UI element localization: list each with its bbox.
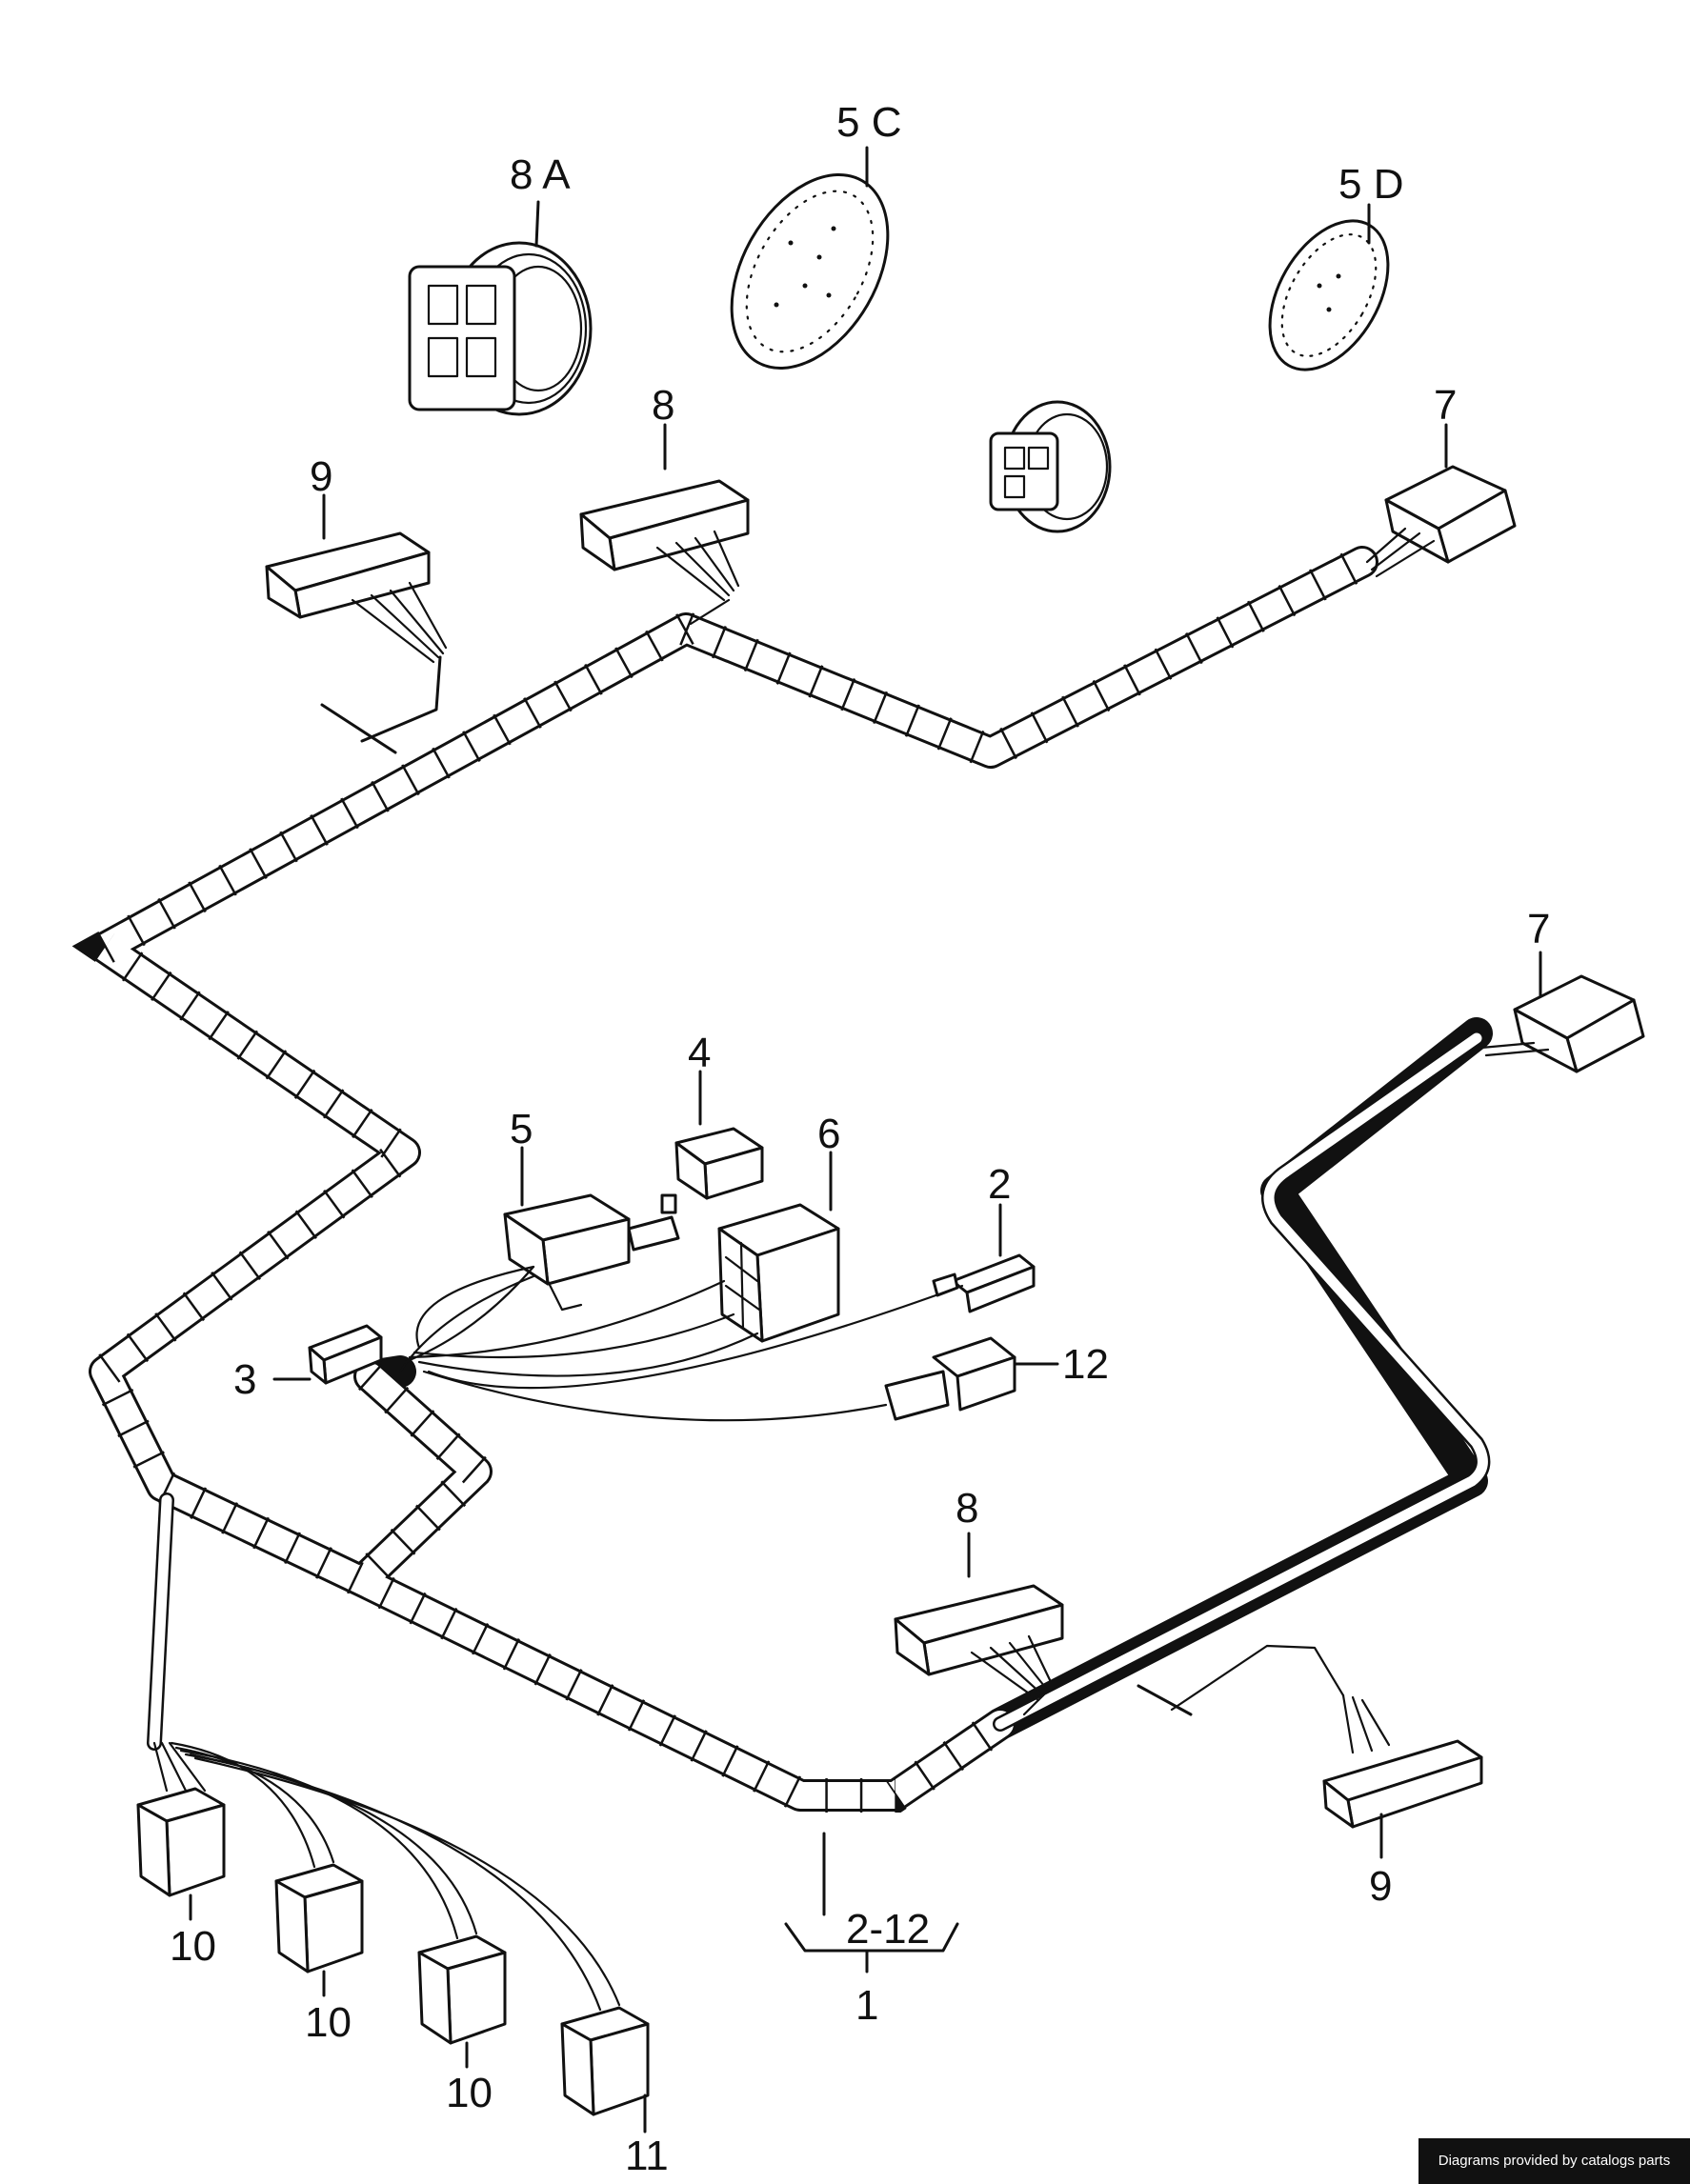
label-12: 12 [1062,1341,1109,1388]
label-5C: 5 C [836,99,901,146]
connector-9-bottom [1137,1644,1483,1829]
connector-2 [932,1253,1036,1313]
connector-3 [308,1324,383,1385]
label-5D: 5 D [1338,161,1403,208]
label-3: 3 [233,1356,256,1403]
label-9-bottom: 9 [1369,1863,1392,1910]
connector-8A [408,241,593,416]
label-2: 2 [988,1161,1011,1208]
connector-9-top [265,531,448,754]
relay-10-c [179,1749,507,2045]
internal-wires [398,1265,964,1422]
label-9-top: 9 [310,453,332,500]
label-8-bottom: 8 [956,1485,978,1532]
credit-footer: Diagrams provided by catalogs parts [1418,2138,1690,2184]
relay-11 [189,1753,650,2116]
label-range-2-12: 2-12 [846,1906,930,1953]
grommet-5D [1268,219,1390,371]
label-5: 5 [510,1106,533,1152]
label-6: 6 [817,1111,840,1157]
label-8A: 8 A [510,151,571,198]
label-10-c: 10 [446,2070,493,2116]
label-11: 11 [625,2133,669,2179]
assembly-bracket [784,1832,959,1974]
relay-10-a [136,1741,226,1897]
connector-5 [503,1193,680,1312]
connector-4 [674,1127,764,1200]
connector-12 [884,1336,1016,1421]
label-assembly-1: 1 [855,1982,878,2029]
connector-7-top [1365,465,1517,578]
label-7-top: 7 [1434,382,1457,429]
connector-7-right [1479,974,1645,1073]
relay-6 [717,1203,840,1343]
label-10-b: 10 [305,1999,352,2046]
connector-8-bottom [894,1584,1064,1716]
label-10-a: 10 [170,1923,216,1970]
label-4: 4 [688,1030,711,1076]
label-8-top: 8 [652,382,674,429]
main-harness [71,546,1493,1813]
connector-round-center [989,400,1112,533]
label-7-right: 7 [1527,906,1550,952]
connector-8-top [579,479,750,626]
grommet-5C [730,173,890,370]
